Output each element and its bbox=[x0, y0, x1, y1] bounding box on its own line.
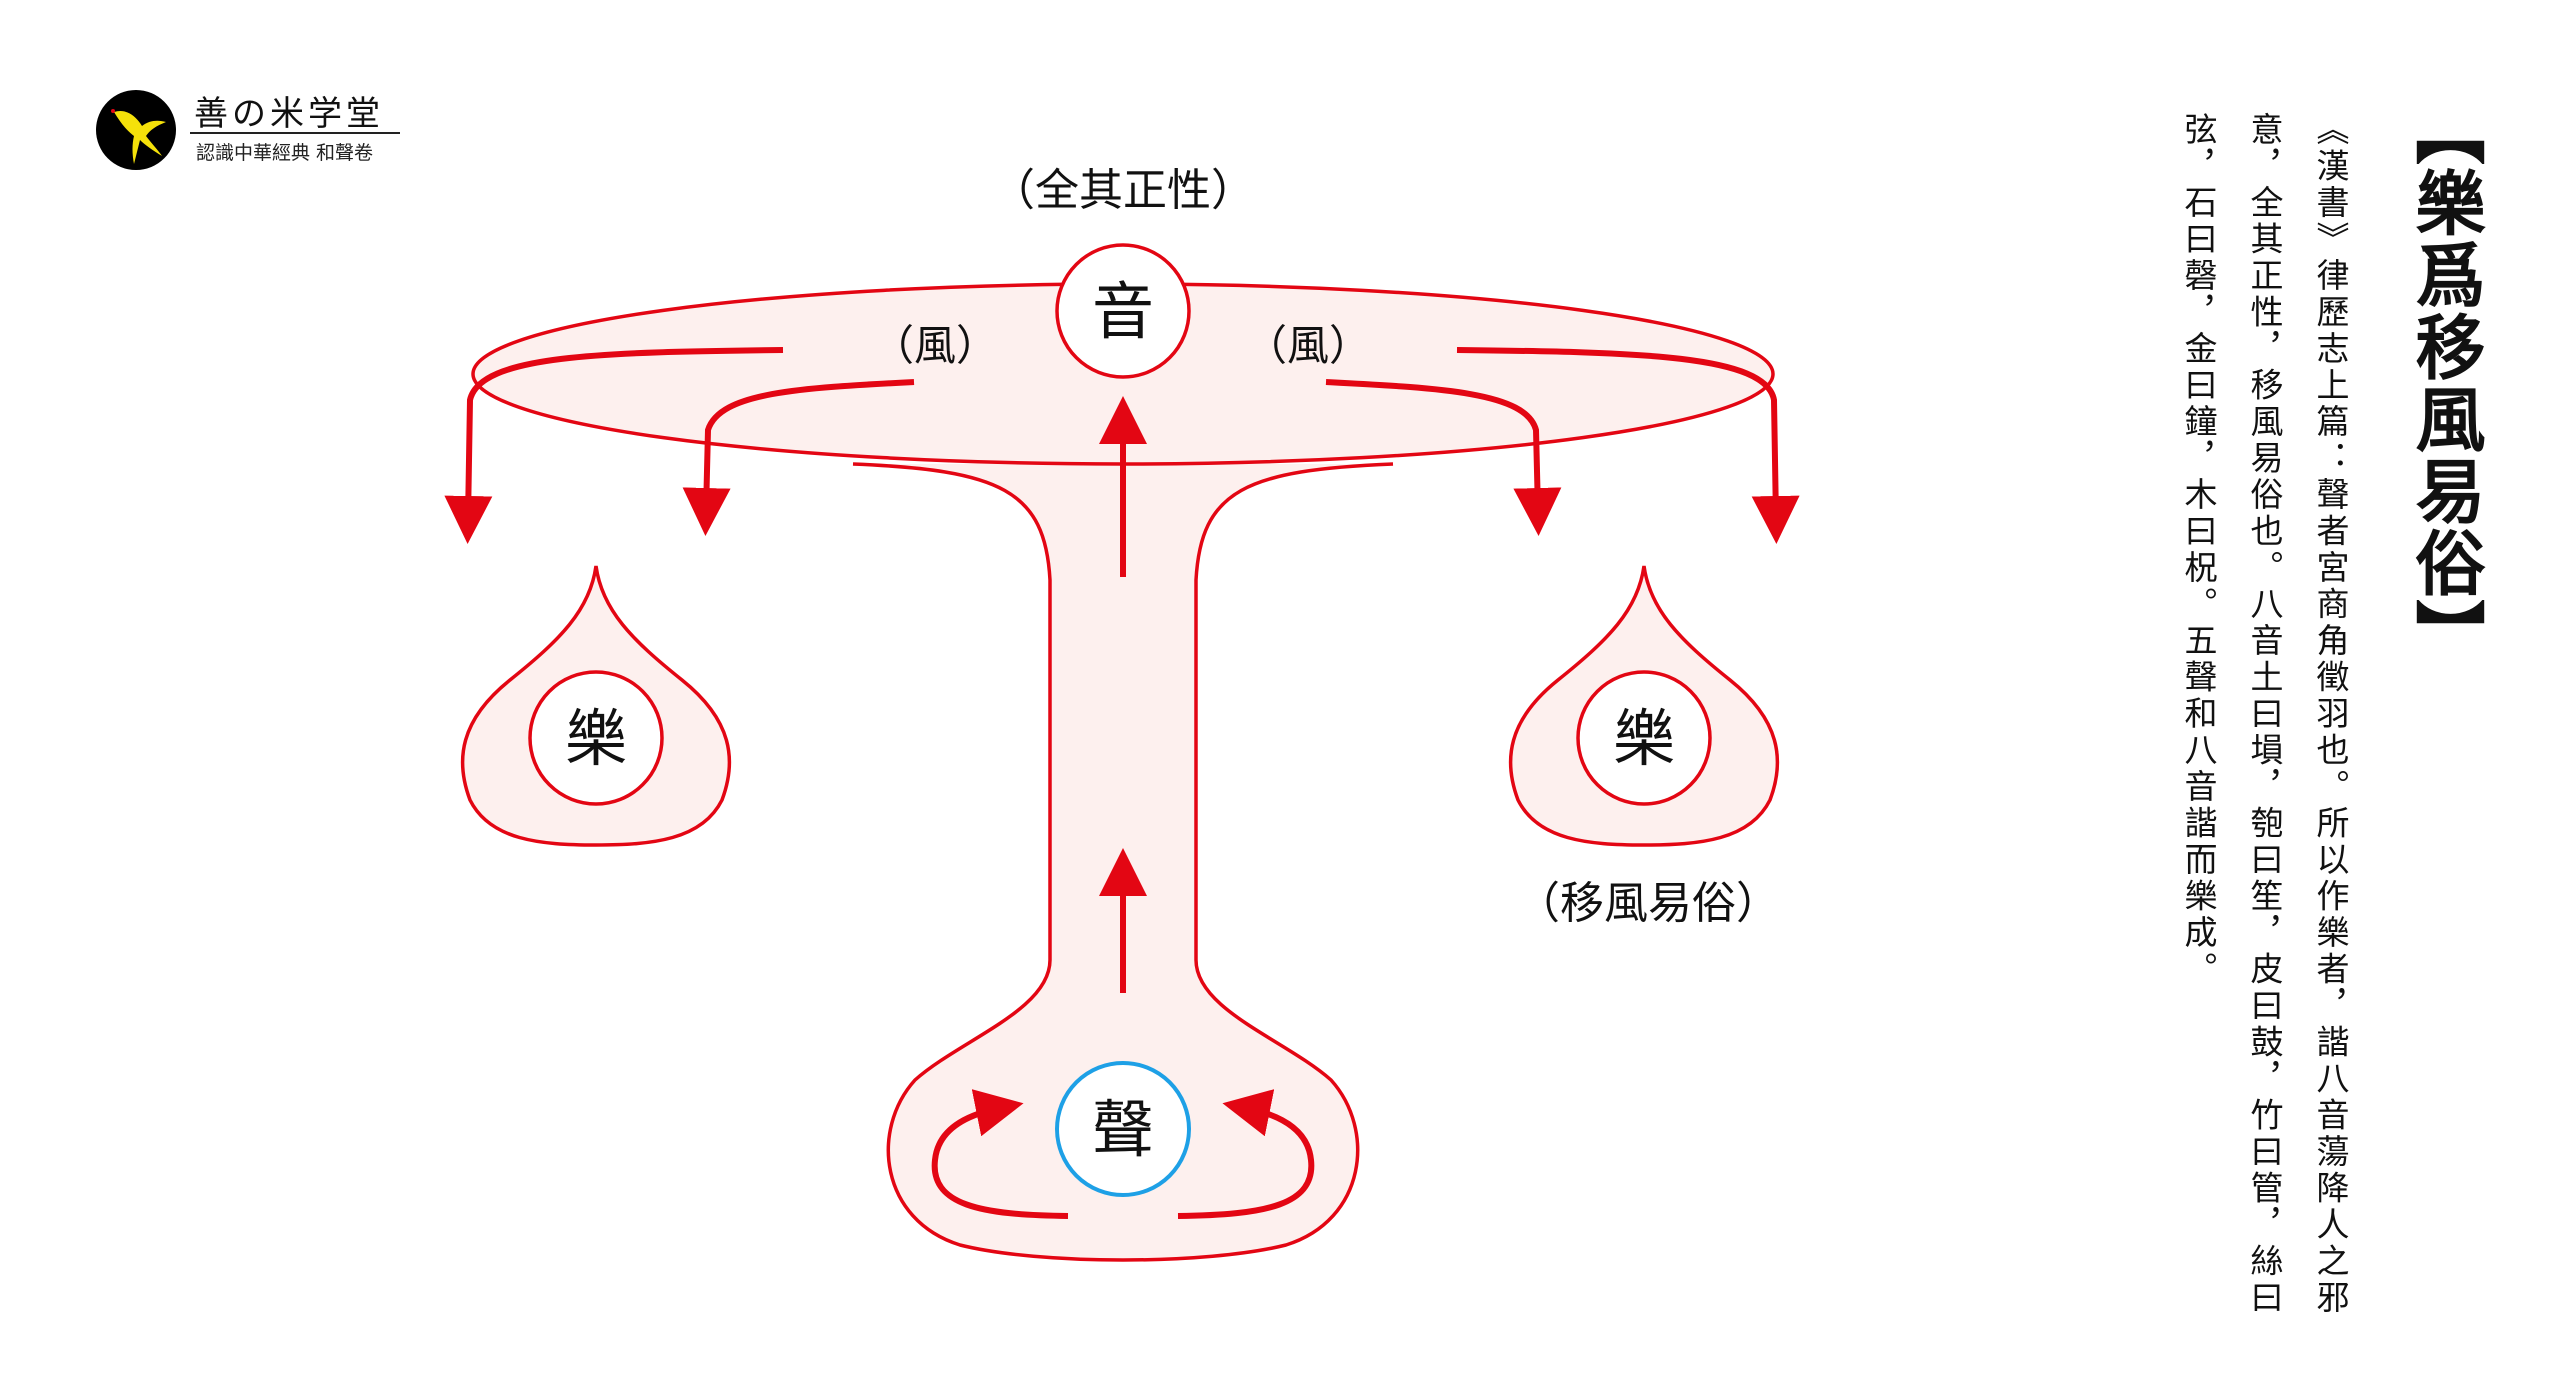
node-yue-left-label: 樂 bbox=[565, 702, 627, 775]
wind-arrow-left-outer bbox=[444, 347, 784, 544]
stem-outline-left bbox=[852, 462, 1394, 1262]
node-sheng: 聲 bbox=[1055, 1061, 1191, 1197]
label-wind-left: （風） bbox=[872, 321, 998, 370]
wind-arrow-right-outer bbox=[1456, 347, 1800, 544]
logo: 善の米学堂 認識中華經典 和聲卷 bbox=[96, 90, 416, 170]
logo-subtitle: 認識中華經典 和聲卷 bbox=[196, 142, 374, 164]
node-yin-label: 音 bbox=[1092, 275, 1154, 348]
wind-arrow-left-inner bbox=[682, 379, 915, 536]
text-column-3: 弦，石曰磬，金曰鐘，木曰柷。五聲和八音諧而樂成。 bbox=[2179, 112, 2218, 988]
node-yue-left: 樂 bbox=[528, 670, 664, 806]
text-column-1: 《漢書》律歷志上篇：聲者宮商角徵羽也。所以作樂者，諧八音蕩降人之邪 bbox=[2311, 112, 2350, 1317]
panel-title: 【樂爲移風易俗】 bbox=[2404, 95, 2487, 671]
node-sheng-label: 聲 bbox=[1092, 1093, 1154, 1166]
logo-title: 善の米学堂 bbox=[194, 94, 384, 134]
phoenix-logo-icon bbox=[96, 90, 176, 170]
label-yi-feng-yi-su: （移風易俗） bbox=[1516, 878, 1780, 929]
curl-arrow-right bbox=[1177, 1089, 1315, 1219]
node-yue-right-label: 樂 bbox=[1613, 702, 1675, 775]
text-column-2: 意，全其正性，移風易俗也。八音土曰塤，匏曰笙，皮曰鼓，竹曰管，絲曰 bbox=[2245, 112, 2284, 1317]
curl-arrow-left bbox=[931, 1089, 1069, 1219]
logo-divider bbox=[190, 132, 400, 134]
node-yue-right: 樂 bbox=[1576, 670, 1712, 806]
node-yin: 音 bbox=[1055, 243, 1191, 379]
wind-arrow-right-inner bbox=[1325, 379, 1562, 536]
label-quan-qi-zheng-xing: （全其正性） bbox=[991, 165, 1255, 216]
label-wind-right: （風） bbox=[1245, 321, 1371, 370]
